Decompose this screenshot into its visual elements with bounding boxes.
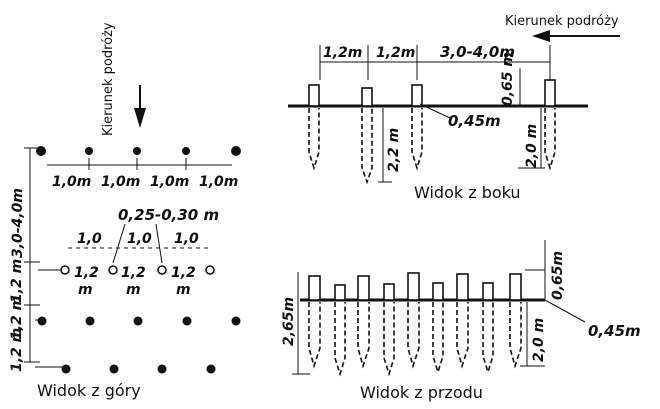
row2-spacing-label: 1,0	[174, 231, 199, 247]
front-post-underground	[432, 302, 444, 375]
side-offset-label: 0,45m	[448, 112, 501, 130]
side-spacing-label: 1,2m	[376, 45, 415, 61]
row1-spacing-label: 1,0m	[101, 174, 140, 190]
top-travel-direction-label: Kierunek podróży	[101, 22, 116, 136]
post-r1-4	[182, 147, 190, 155]
front-post-short	[482, 282, 494, 301]
front-post-underground	[407, 302, 420, 369]
row2-gap-label: 1,2	[74, 265, 99, 281]
front-post-tall	[456, 273, 469, 301]
front-post-underground	[509, 302, 522, 369]
post-r3-4	[182, 316, 192, 326]
row2-gap-unit: m	[126, 282, 141, 298]
diameter-label: 0,25-0,30 m	[118, 206, 219, 224]
row2-gap-unit: m	[176, 282, 191, 298]
side-depth-right-label: 2,0 m	[524, 124, 540, 168]
post-r2-3	[157, 265, 167, 275]
side-view-caption: Widok z boku	[414, 183, 521, 202]
side-post-top	[411, 84, 423, 107]
side-post-top	[544, 79, 556, 107]
post-r1-3	[133, 147, 141, 155]
row1-spacing-label: 1,0m	[199, 174, 238, 190]
side-offset-leader	[419, 103, 451, 119]
post-r4-1	[61, 364, 71, 374]
post-r4-4	[206, 364, 216, 374]
post-r1-5	[231, 146, 241, 156]
front-view: 2,65m 0,65m 2,0 m 0,45m Widok z przodu	[281, 240, 641, 402]
front-post-underground	[308, 302, 321, 369]
side-travel-direction-label: Kierunek podróży	[505, 14, 619, 29]
row2-spacing-label: 1,0	[77, 231, 102, 247]
post-r1-2	[85, 147, 93, 155]
side-post-underground	[411, 108, 423, 171]
front-post-tall	[407, 272, 420, 301]
side-post-underground	[544, 108, 556, 171]
row1-spacing-label: 1,0m	[52, 174, 91, 190]
post-r2-1	[60, 265, 70, 275]
post-r3-2	[85, 316, 95, 326]
left-lower-dim-label: 1,2 m	[9, 328, 25, 372]
side-post-underground	[361, 108, 373, 185]
side-spacing-label: 1,2m	[323, 45, 362, 61]
side-height-label: 0,65 m	[500, 52, 516, 106]
post-r3-1	[37, 316, 47, 326]
front-post-short	[432, 282, 444, 301]
side-depth-left-label: 2,2 m	[386, 128, 402, 172]
side-post-underground	[308, 108, 320, 171]
front-post-underground	[334, 302, 346, 377]
row2-gap-unit: m	[78, 282, 93, 298]
top-view-caption: Widok z góry	[37, 381, 141, 400]
side-post-top	[308, 84, 320, 107]
front-offset-label: 0,45m	[588, 322, 641, 340]
post-r4-3	[157, 364, 167, 374]
row2-gap-label: 1,2	[121, 265, 146, 281]
front-post-underground	[482, 302, 494, 375]
front-height-label: 0,65m	[550, 251, 566, 300]
row1-spacing-label: 1,0m	[150, 174, 189, 190]
row2-gap-label: 1,2	[171, 265, 196, 281]
left-lower-dim-label: 1,2 m	[9, 296, 25, 340]
left-lower-dim-label: 1,2 m	[9, 259, 25, 303]
post-r3-3	[133, 316, 143, 326]
front-post-short	[334, 284, 346, 301]
diameter-leader	[112, 223, 126, 264]
side-view: Kierunek podróży 1,2m 1,2m 3,0-4,0m 0,65…	[288, 14, 620, 202]
front-post-underground	[383, 302, 395, 377]
post-r3-5	[231, 316, 241, 326]
front-view-caption: Widok z przodu	[360, 383, 483, 402]
front-post-tall	[357, 275, 370, 301]
top-view: Kierunek podróży 1,0m 1,0m 1,0m 1,0m 3,0…	[9, 22, 241, 400]
front-post-tall	[509, 273, 522, 301]
left-dim-label: 3,0-4,0m	[10, 188, 26, 258]
side-spacing-label: 3,0-4,0m	[440, 43, 515, 61]
front-total-label: 2,65m	[281, 297, 297, 346]
front-depth-label: 2,0 m	[531, 318, 547, 362]
front-post-short	[383, 283, 395, 301]
diameter-leader	[155, 223, 163, 264]
row2-spacing-label: 1,0	[127, 231, 152, 247]
top-travel-arrow-head	[134, 108, 146, 128]
front-offset-leader	[544, 299, 586, 323]
front-post-underground	[357, 302, 370, 369]
front-post-tall	[308, 275, 321, 301]
post-r4-2	[109, 364, 119, 374]
post-r2-4	[205, 265, 215, 275]
side-post-top	[361, 87, 373, 107]
side-travel-arrow-head	[532, 30, 550, 42]
post-r2-2	[108, 265, 118, 275]
front-post-underground	[456, 302, 469, 369]
